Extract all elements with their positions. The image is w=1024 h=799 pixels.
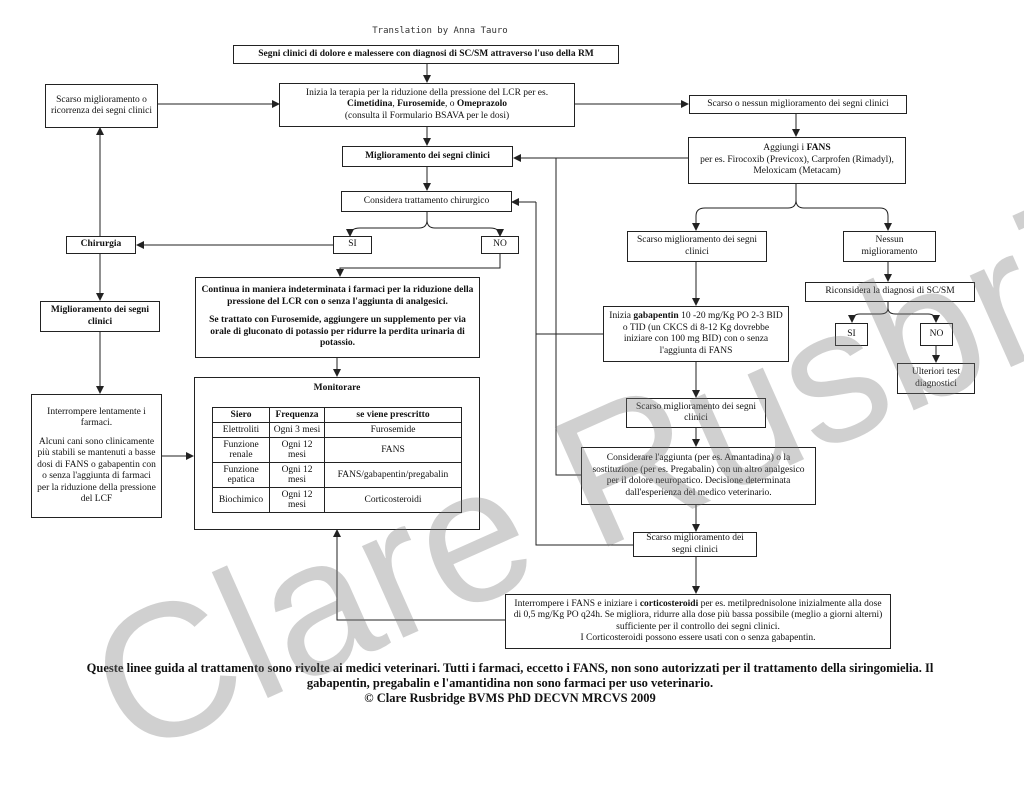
table-cell: Ogni 12 mesi — [269, 436, 325, 463]
continue-p1: Continua in maniera indeterminata i farm… — [201, 285, 474, 307]
table-cell: Funzione epatica — [212, 461, 270, 488]
no-box-2: NO — [920, 323, 953, 346]
footer-copyright: © Clare Rusbridge BVMS PhD DECVN MRCVS 2… — [364, 691, 656, 705]
table-row: Elettroliti Ogni 3 mesi Furosemide — [212, 421, 462, 438]
table-cell: Corticosteroidi — [324, 486, 462, 513]
table-row: Biochimico Ogni 12 mesi Corticosteroidi — [212, 486, 462, 513]
header-prescritto: se viene prescritto — [324, 406, 462, 423]
left-top-box: Scarso miglioramento o ricorrenza dei se… — [45, 84, 158, 128]
table-row: Funzione renale Ogni 12 mesi FANS — [212, 436, 462, 463]
consider-addition-box: Considerare l'aggiunta (per es. Amantadi… — [581, 447, 816, 505]
fans-line2: per es. Firocoxib (Previcox), Carprofen … — [700, 154, 894, 177]
poor-improvement-1: Scarso miglioramento dei segni clinici — [627, 231, 767, 262]
table-cell: Elettroliti — [212, 421, 270, 438]
start-line3: (consulta il Formulario BSAVA per le dos… — [344, 110, 510, 121]
fans-line1: Aggiungi i FANS — [763, 143, 831, 154]
left-improvement-box: Miglioramento dei segni clinici — [40, 301, 160, 332]
poor-improvement-2: Scarso miglioramento dei segni clinici — [626, 398, 766, 428]
consider-surgery-box: Considera trattamento chirurgico — [341, 191, 512, 212]
table-cell: Ogni 3 mesi — [269, 421, 325, 438]
poor-improvement-3: Scarso miglioramento dei segni clinici — [633, 532, 757, 557]
surgery-box: Chirurgia — [66, 236, 136, 254]
table-cell: FANS/gabapentin/pregabalin — [324, 461, 462, 488]
title-box: Segni clinici di dolore e malessere con … — [233, 45, 619, 64]
right-top-box: Scarso o nessun miglioramento dei segni … — [689, 95, 907, 114]
start-therapy-box: Inizia la terapia per la riduzione della… — [279, 83, 575, 127]
cortico-last: I Corticosteroidi possono essere usati c… — [580, 633, 816, 643]
continue-p2: Se trattato con Furosemide, aggiungere u… — [209, 315, 466, 349]
reconsider-diagnosis-box: Riconsidera la diagnosi di SC/SM — [805, 282, 975, 302]
header-frequenza: Frequenza — [269, 406, 325, 423]
footer-disclaimer: Queste linee guida al trattamento sono r… — [60, 661, 960, 706]
table-row: Funzione epatica Ogni 12 mesi FANS/gabap… — [212, 461, 462, 488]
table-cell: Ogni 12 mesi — [269, 461, 325, 488]
flow-connectors — [96, 64, 940, 621]
interrupt-p2: Alcuni cani sono clinicamente più stabil… — [37, 436, 156, 505]
translation-credit: Translation by Anna Tauro — [372, 26, 508, 36]
table-cell: Biochimico — [212, 486, 270, 513]
interrupt-p1: Interrompere lentamente i farmaci. — [47, 406, 146, 429]
table-cell: Furosemide — [324, 421, 462, 438]
further-tests-box: Ulteriori test diagnostici — [897, 363, 975, 394]
start-drugs: Cimetidina, Furosemide, o Omeprazolo — [346, 99, 507, 110]
cortico-text: Interrompere i FANS e iniziare i cortico… — [513, 598, 883, 632]
corticosteroid-box: Interrompere i FANS e iniziare i cortico… — [505, 594, 891, 649]
monitor-header-row: Siero Frequenza se viene prescritto — [212, 406, 462, 423]
no-improvement-box: Nessun miglioramento — [843, 231, 936, 262]
table-cell: Ogni 12 mesi — [269, 486, 325, 513]
footer-line1: Queste linee guida al trattamento sono r… — [86, 661, 934, 690]
monitor-table: Siero Frequenza se viene prescritto Elet… — [212, 406, 462, 513]
gabapentin-text: Inizia gabapentin 10 -20 mg/Kg PO 2-3 BI… — [609, 311, 783, 356]
start-line1: Inizia la terapia per la riduzione della… — [305, 87, 549, 98]
improvement-box: Miglioramento dei segni clinici — [342, 146, 513, 167]
gabapentin-box: Inizia gabapentin 10 -20 mg/Kg PO 2-3 BI… — [603, 306, 789, 362]
si-box: SI — [333, 236, 372, 254]
fans-box: Aggiungi i FANS per es. Firocoxib (Previ… — [688, 137, 906, 184]
table-cell: FANS — [324, 436, 462, 463]
monitor-title: Monitorare — [313, 383, 361, 393]
table-cell: Funzione renale — [212, 436, 270, 463]
header-siero: Siero — [212, 406, 270, 423]
interrupt-box: Interrompere lentamente i farmaci. Alcun… — [31, 394, 162, 518]
monitor-box: Monitorare Siero Frequenza se viene pres… — [194, 377, 480, 530]
continue-treatment-box: Continua in maniera indeterminata i farm… — [195, 277, 480, 358]
si-box-2: SI — [835, 323, 868, 346]
no-box: NO — [481, 236, 519, 254]
